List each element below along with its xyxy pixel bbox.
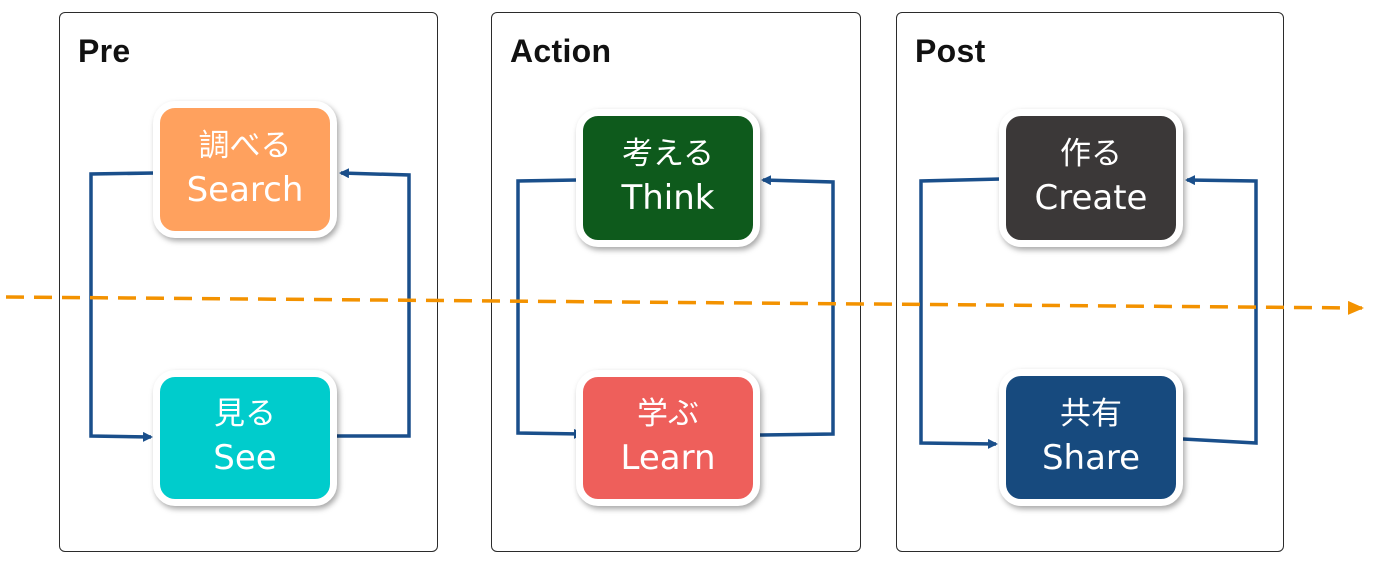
action-up-connector bbox=[759, 175, 835, 437]
learn-node: 学ぶ Learn bbox=[576, 370, 760, 506]
think-node: 考える Think bbox=[576, 109, 760, 247]
post-down-connector bbox=[919, 177, 1002, 449]
create-node-jp-label: 作る bbox=[1060, 136, 1122, 172]
search-node-en-label: Search bbox=[186, 169, 304, 210]
search-node: 調べる Search bbox=[153, 101, 337, 238]
see-node-en-label: See bbox=[213, 438, 277, 478]
pre-up-connector bbox=[337, 168, 411, 438]
think-node-jp-label: 考える bbox=[621, 136, 715, 172]
learn-node-jp-label: 学ぶ bbox=[637, 396, 699, 432]
learn-node-en-label: Learn bbox=[620, 438, 716, 478]
see-node: 見る See bbox=[153, 370, 337, 506]
panel-title-action: Action bbox=[510, 33, 612, 69]
share-node: 共有 Share bbox=[999, 369, 1183, 506]
think-node-en-label: Think bbox=[621, 178, 715, 218]
create-node-en-label: Create bbox=[1034, 178, 1148, 218]
action-down-connector bbox=[516, 178, 584, 439]
create-node: 作る Create bbox=[999, 109, 1183, 247]
panel-title-post: Post bbox=[915, 33, 986, 69]
panel-title-pre: Pre bbox=[78, 33, 131, 69]
share-node-jp-label: 共有 bbox=[1060, 395, 1122, 432]
post-up-connector bbox=[1182, 175, 1258, 445]
pre-down-connector bbox=[89, 171, 156, 442]
share-node-en-label: Share bbox=[1041, 437, 1141, 478]
timeline-arrow bbox=[5, 295, 1364, 315]
see-node-jp-label: 見る bbox=[214, 396, 276, 432]
search-node-jp-label: 調べる bbox=[198, 127, 292, 164]
